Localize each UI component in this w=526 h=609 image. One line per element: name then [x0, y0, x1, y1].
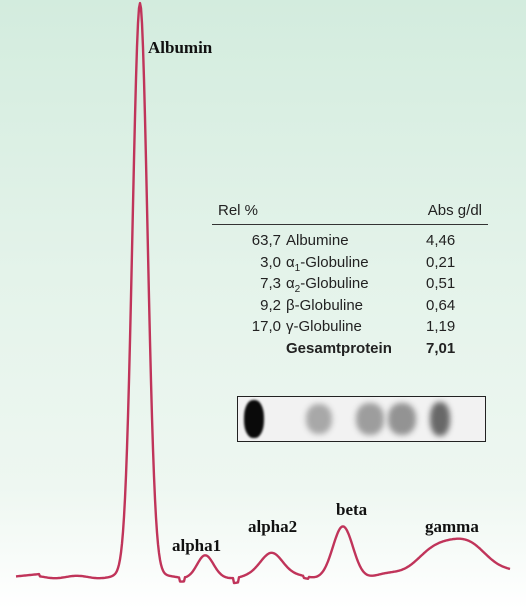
table-row: 3,0 α1-Globuline 0,21 [212, 251, 488, 274]
alpha2-band [356, 403, 384, 435]
table-row: 17,0 γ-Globuline 1,19 [212, 315, 488, 337]
header-abs-gdl: Abs g/dl [427, 202, 482, 219]
total-abs: 7,01 [426, 339, 456, 357]
gel-strip [237, 396, 486, 442]
cell-fraction-name: Albumine [286, 232, 349, 249]
peak-label-gamma: gamma [425, 517, 479, 536]
cell-fraction-name: α2-Globuline [286, 275, 369, 295]
cell-rel: 9,2 [260, 296, 281, 314]
total-label: Gesamtprotein [286, 339, 392, 357]
cell-rel: 17,0 [251, 318, 281, 335]
beta-band [388, 403, 416, 435]
albumin-band [244, 400, 264, 438]
cell-rel: 7,3 [260, 275, 281, 292]
alpha1-band [306, 404, 332, 434]
peak-label-beta: beta [336, 500, 368, 519]
header-rel-percent: Rel % [218, 202, 259, 219]
cell-fraction-name: γ-Globuline [286, 318, 362, 335]
table-row-total: Gesamtprotein 7,01 [212, 337, 488, 359]
gamma-band [430, 402, 450, 436]
cell-abs: 4,46 [426, 232, 456, 249]
peak-label-alpha1: alpha1 [172, 536, 222, 555]
peak-label-alpha2: alpha2 [248, 517, 298, 536]
table-row: 7,3 α2-Globuline 0,51 [212, 272, 488, 295]
protein-fraction-table: Rel % Abs g/dl 63,7 Albumine 4,46 3,0 α1-Glo… [212, 202, 488, 358]
cell-rel: 3,0 [260, 253, 281, 271]
cell-abs: 0,21 [426, 253, 456, 271]
cell-abs: 1,19 [426, 318, 456, 335]
cell-abs: 0,51 [426, 275, 456, 292]
peak-label-albumin: Albumin [148, 38, 213, 57]
table-rows: 63,7 Albumine 4,46 3,0 α1-Globuline 0,21 7,3 α2… [212, 229, 488, 337]
cell-abs: 0,64 [426, 296, 456, 314]
cell-rel: 63,7 [251, 232, 281, 249]
table-header: Rel % Abs g/dl [212, 202, 488, 225]
cell-fraction-name: α1-Globuline [286, 253, 369, 274]
electrophoresis-curve [15, 1, 511, 585]
table-row: 9,2 β-Globuline 0,64 [212, 294, 488, 316]
cell-fraction-name: β-Globuline [286, 296, 364, 314]
table-row: 63,7 Albumine 4,46 [212, 229, 488, 251]
